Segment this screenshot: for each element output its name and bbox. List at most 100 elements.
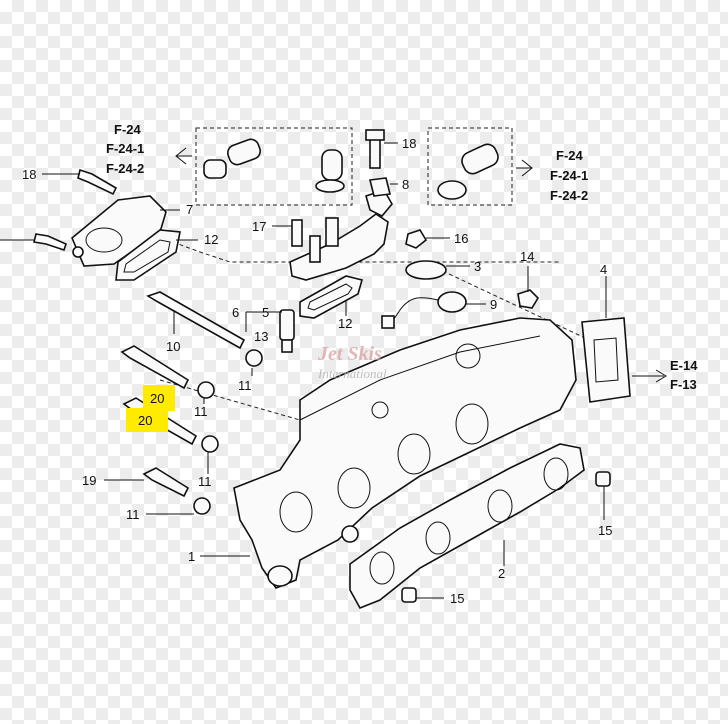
hose-group-right [427,127,513,206]
ref-left-1: F-24 [114,122,142,137]
arrow-out [632,369,667,383]
clip-8 [369,177,391,197]
callout-4: 4 [600,262,607,277]
hose-group-left [195,127,353,206]
manifold-outlet [267,565,293,587]
dowel-15-a [595,471,611,487]
bolt-18-left [77,168,118,196]
callout-9: 9 [490,297,497,312]
callout-20-upper: 20 [150,391,164,406]
water-outlet-bracket [289,213,389,281]
gasket-hole-3 [487,489,513,523]
washer-11-d [193,497,211,515]
highlight-20-upper [143,385,175,411]
gasket-inner [123,239,171,273]
hose-clamp-left [203,159,227,179]
callout-11-a: 11 [238,378,252,393]
callout-3: 3 [474,259,481,274]
callout-13: 13 [254,329,268,344]
callout-8: 8 [402,177,409,192]
callout-19: 19 [82,473,96,488]
callout-11-b: 11 [194,404,208,419]
callout-11-c: 11 [198,474,212,489]
gasket-hole-4 [543,457,569,491]
gasket-hole-2 [425,521,451,555]
callout-1: 1 [188,549,195,564]
pin-5 [281,339,293,353]
callout-16: 16 [454,231,468,246]
gasket-hole-1 [369,551,395,585]
bolt-20-upper [120,345,190,390]
gasket-12-center [299,275,363,319]
collar-13 [279,309,295,341]
dowel-15-b [401,587,417,603]
housing-gasket [115,229,181,281]
outlet-stem2 [309,235,321,263]
bolt-18-right-head [365,129,385,141]
callout-17: 17 [252,219,266,234]
arrow-left-ref [175,147,192,165]
washer-11-a [245,349,263,367]
callout-12-center: 12 [338,316,352,331]
port-1 [279,491,313,533]
manifold-boss-2 [371,401,389,419]
outlet-stem [325,217,339,247]
ref-right-3: F-24-2 [550,188,588,203]
manifold-boss [455,343,481,369]
callout-18-right: 18 [402,136,416,151]
gasket-12-center-inner [307,283,353,311]
callout-10: 10 [166,339,180,354]
watermark-logo: Jet Skis [317,343,382,365]
ref-out-2: F-13 [670,377,697,392]
port-2 [337,467,371,509]
sensor-wire [391,297,439,323]
washer-11-b [197,381,215,399]
callout-7: 7 [186,202,193,217]
housing-bolt-hole [72,246,84,258]
ref-out-1: E-14 [670,358,698,373]
thermostat-port [85,227,123,253]
thermostat-housing [71,195,167,267]
callout-15-right: 15 [598,523,612,538]
ref-right-1: F-24 [556,148,584,163]
callout-18-left: 18 [22,167,36,182]
manifold-stud [341,525,359,543]
arrow-right-ref [516,159,533,177]
bolt-19 [142,467,190,498]
sensor-connector [381,315,395,329]
callout-12-left: 12 [204,232,218,247]
callout-6: 6 [232,305,239,320]
washer-11-c [201,435,219,453]
ref-left-2: F-24-1 [106,141,144,156]
hose-clamp-right [437,180,467,200]
callout-20-lower: 20 [138,413,152,428]
hose-left [226,138,262,166]
hose-right [461,143,499,175]
manifold-gasket [349,443,585,610]
clamp-mid [315,179,345,193]
callout-15-bottom: 15 [450,591,464,606]
callout-14: 14 [520,249,534,264]
outlet-gasket-4-inner [593,337,619,383]
outlet-gasket-4 [581,317,631,403]
port-3 [397,433,431,475]
watermark-subtitle: International [317,366,387,381]
plane-line-right [429,264,601,346]
ref-right-2: F-24-1 [550,168,588,183]
callout-11-d: 11 [126,507,140,522]
callout-5: 5 [262,305,269,320]
bolt-17 [291,219,303,247]
long-bolt-10 [146,291,246,350]
nut-14 [517,289,540,309]
nut-16 [405,229,428,249]
sensor-9 [437,291,467,313]
manifold-ridge [299,335,541,421]
highlight-20-lower [126,408,168,432]
port-4 [455,403,489,445]
hose-mid [321,149,343,181]
sensor-plate-3 [405,260,447,280]
ref-left-3: F-24-2 [106,161,144,176]
bolt-left-edge [33,233,67,252]
